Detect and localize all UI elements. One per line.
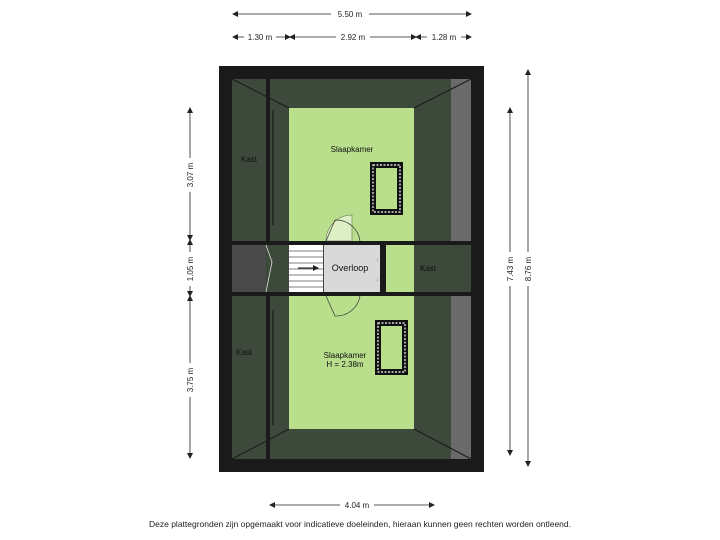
svg-text:↑: ↑	[376, 258, 379, 264]
door-bottom	[325, 295, 361, 317]
overloop-floor	[324, 245, 380, 292]
skylight-top	[370, 162, 403, 215]
door-top	[325, 214, 361, 242]
right-strip-top	[451, 79, 471, 241]
knee-wall-bottom	[266, 296, 270, 459]
dim-top-middle: 2.92 m	[341, 33, 366, 42]
knee-wall-top	[266, 79, 270, 241]
label-kast-top-left: Kast	[241, 155, 258, 164]
disclaimer: Deze plattegronden zijn opgemaakt voor i…	[149, 519, 571, 529]
dimension-labels: 5.50 m 1.30 m 2.92 m 1.28 m 3.07 m 1.05 …	[184, 8, 534, 511]
dim-left-middle: 1.05 m	[186, 256, 195, 281]
dim-bottom: 4.04 m	[345, 501, 370, 510]
kast-right-floor	[386, 245, 414, 292]
dim-left-bottom: 3.75 m	[186, 367, 195, 392]
label-overloop: Overloop	[332, 263, 369, 273]
dim-right-inner: 7.43 m	[506, 256, 515, 281]
right-strip-bottom	[451, 296, 471, 459]
svg-text:↓: ↓	[376, 277, 379, 283]
dim-right-outer: 8.76 m	[524, 256, 533, 281]
label-kast-bottom-left: Kast	[236, 348, 253, 357]
skylight-bottom	[375, 320, 408, 375]
dim-left-top: 3.07 m	[186, 162, 195, 187]
dim-top-total: 5.50 m	[338, 10, 363, 19]
label-slaapkamer-bottom: Slaapkamer	[324, 351, 367, 360]
dim-top-right: 1.28 m	[432, 33, 457, 42]
dim-top-left: 1.30 m	[248, 33, 273, 42]
label-kast-right: Kast	[420, 264, 437, 273]
room-labels: Kast Slaapkamer Overloop Kast Kast Slaap…	[236, 145, 437, 369]
label-slaapkamer-bottom-height: H = 2.38m	[326, 360, 363, 369]
building: ↑ ↓	[219, 66, 484, 472]
label-slaapkamer-top: Slaapkamer	[331, 145, 374, 154]
